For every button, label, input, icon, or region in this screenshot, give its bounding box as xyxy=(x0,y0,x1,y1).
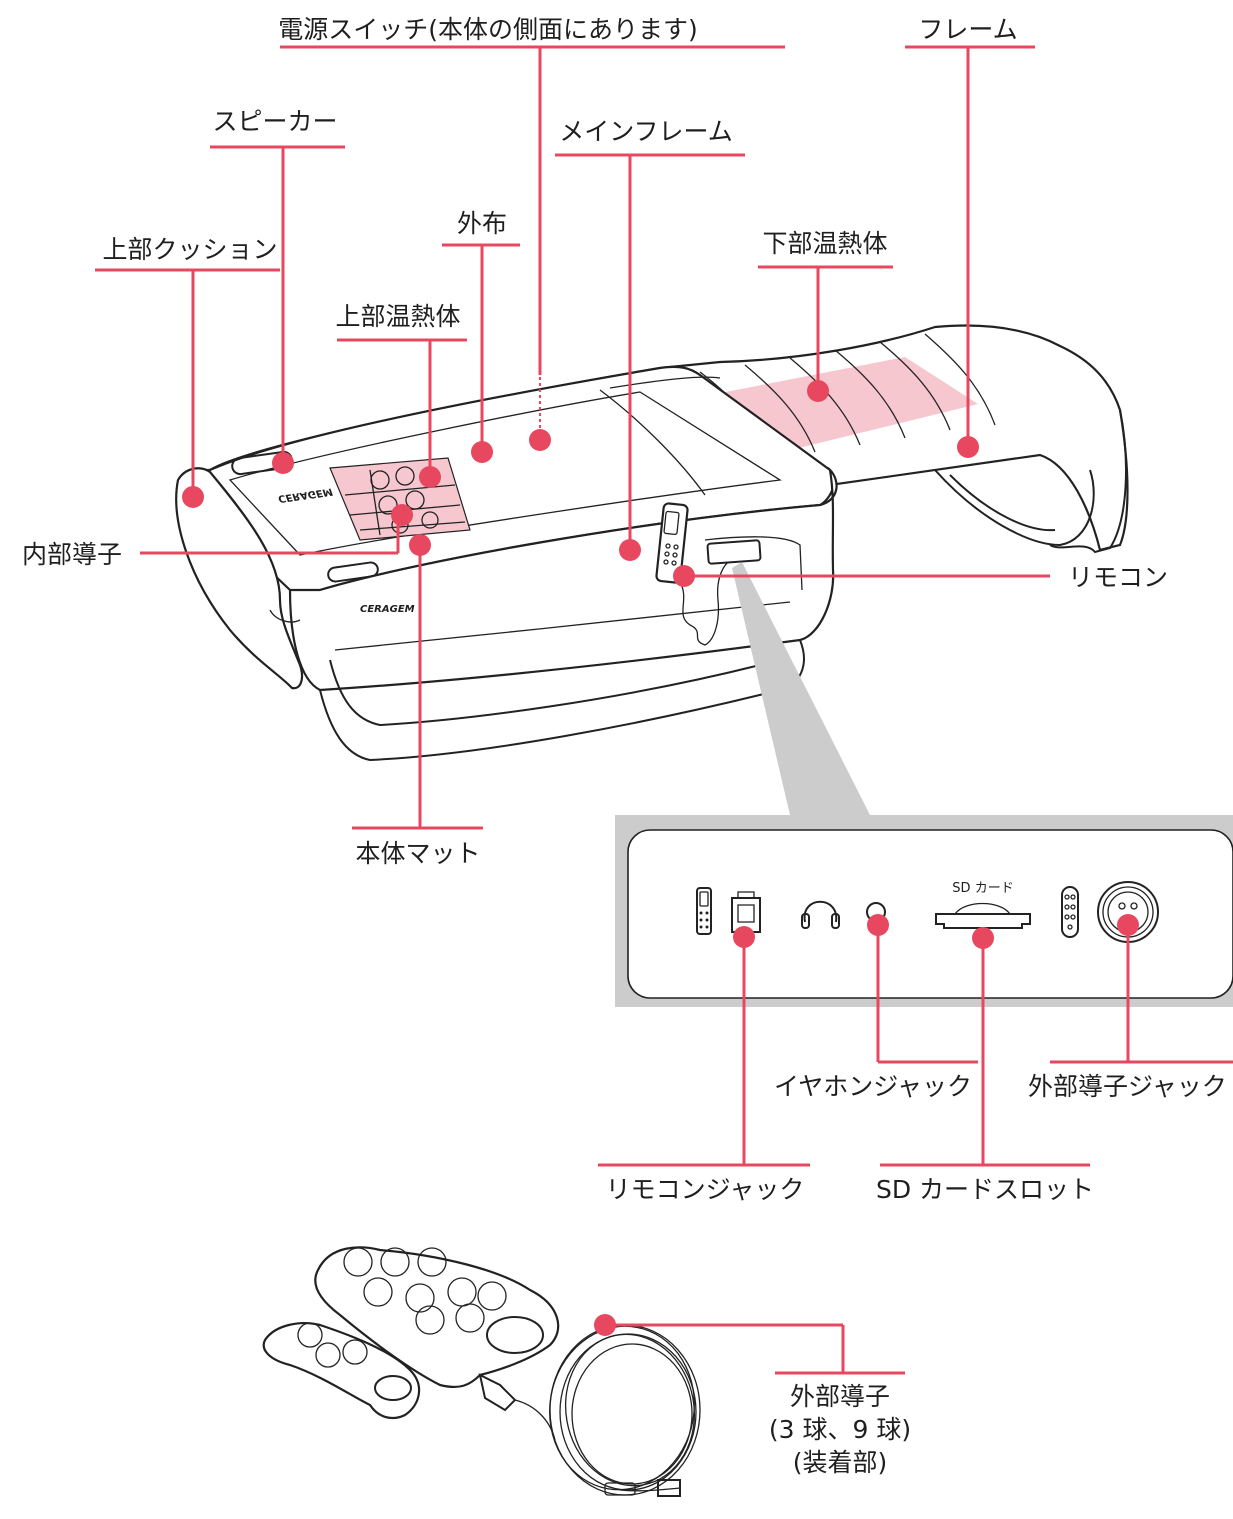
conductor-icon xyxy=(1061,886,1079,938)
label-external-conductor-jack: 外部導子ジャック xyxy=(1028,1072,1227,1101)
sd-card-caption: SD カード xyxy=(952,881,1013,896)
remote-control xyxy=(655,502,729,646)
label-sd-card-slot: SD カードスロット xyxy=(876,1175,1094,1204)
brand-logo-front: CERAGEM xyxy=(360,604,415,615)
label-upper-heater: 上部温熱体 xyxy=(335,302,460,331)
leader-lines xyxy=(95,45,1233,1375)
label-earphone-jack: イヤホンジャック xyxy=(774,1072,972,1101)
headphones-icon xyxy=(801,900,840,929)
label-external-conductor-1: 外部導子 xyxy=(790,1382,890,1411)
massage-bed: CERAGEM CERAGEM xyxy=(175,324,1129,762)
label-outer-cloth: 外布 xyxy=(457,209,507,238)
label-power-switch: 電源スイッチ(本体の側面にあります) xyxy=(278,15,698,44)
label-speaker: スピーカー xyxy=(212,107,337,136)
label-frame: フレーム xyxy=(918,15,1017,44)
label-external-conductor-3: (装着部) xyxy=(793,1448,888,1477)
label-inner-conductor: 内部導子 xyxy=(22,540,122,569)
lan-port-icon xyxy=(731,891,761,933)
side-panel-slot xyxy=(706,539,762,565)
label-upper-cushion: 上部クッション xyxy=(102,235,277,264)
label-lower-heater: 下部温熱体 xyxy=(762,229,887,258)
label-external-conductor-2: (3 球、9 球) xyxy=(769,1415,911,1444)
detail-panel: SD カード xyxy=(615,815,1233,1007)
label-body-mat: 本体マット xyxy=(355,839,480,868)
zoom-funnel xyxy=(732,562,870,815)
label-remote: リモコン xyxy=(1068,563,1168,592)
label-main-frame: メインフレーム xyxy=(559,117,733,146)
remote-icon xyxy=(696,887,712,935)
external-conductor xyxy=(262,1246,701,1497)
labels: 電源スイッチ(本体の側面にあります) フレーム スピーカー メインフレーム 外布… xyxy=(22,15,1227,1477)
label-remote-jack: リモコンジャック xyxy=(606,1175,805,1204)
sd-slot-icon xyxy=(935,902,1031,929)
